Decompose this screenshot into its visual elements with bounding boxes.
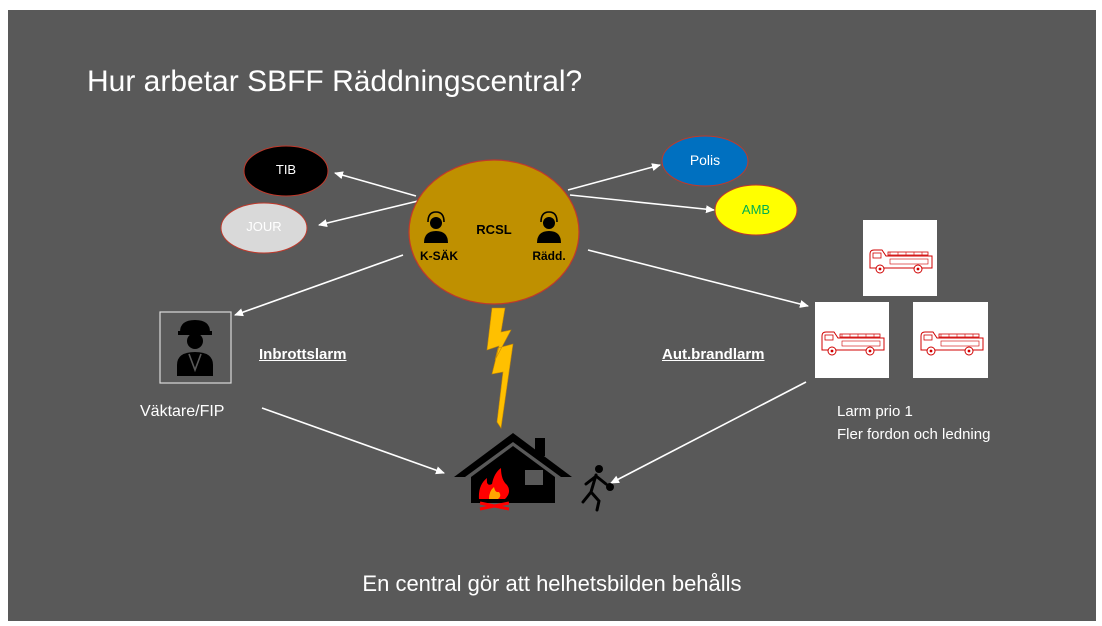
tib-bubble [243, 145, 329, 197]
jour-bubble [220, 202, 308, 254]
arrow-to-tib [334, 171, 417, 197]
arrow-to-amb [569, 194, 715, 214]
page-title: Hur arbetar SBFF Räddningscentral? [87, 65, 583, 98]
slide: Hur arbetar SBFF Räddningscentral? TIB J… [8, 10, 1096, 621]
rcsl-label: RCSL [476, 222, 512, 237]
footer-caption: En central gör att helhetsbilden behålls [362, 571, 742, 596]
arrow-to-guard [234, 254, 404, 317]
rcsl-center-bubble [408, 159, 580, 305]
amb-bubble [714, 184, 798, 236]
guard-label: Väktare/FIP [140, 403, 225, 420]
fire-truck-icon-left [821, 331, 885, 356]
jour-label: JOUR [246, 219, 282, 234]
amb-label: AMB [741, 202, 771, 217]
arrow-to-jour [318, 200, 419, 228]
k-sak-label: K-SÄK [420, 249, 458, 263]
arrow-to-trucks [587, 249, 809, 308]
alarm-info-line2: Fler fordon och ledning [837, 426, 991, 443]
diagram-canvas [159, 135, 988, 512]
polis-bubble [661, 135, 749, 187]
fire-truck-icon-right [920, 331, 984, 356]
polis-label: Polis [689, 152, 721, 168]
arrow-trucks-to-house [610, 381, 807, 484]
lightning-icon [486, 307, 514, 429]
operator-icon-right [537, 211, 561, 243]
fire-truck-icon-top [869, 249, 933, 274]
guard-icon [159, 311, 232, 384]
arrow-guard-to-house [261, 407, 445, 475]
arrow-to-polis [567, 163, 661, 191]
radd-label: Rädd. [532, 249, 566, 263]
connector-arrows [234, 163, 809, 484]
running-person-icon [581, 465, 614, 512]
fire-alarm-label: Aut.brandlarm [662, 346, 765, 363]
alarm-info-line1: Larm prio 1 [837, 403, 913, 420]
intrusion-alarm-label: Inbrottslarm [259, 346, 347, 363]
operator-icon-left [424, 211, 448, 243]
burning-house-icon [454, 433, 572, 511]
tib-label: TIB [275, 162, 297, 177]
